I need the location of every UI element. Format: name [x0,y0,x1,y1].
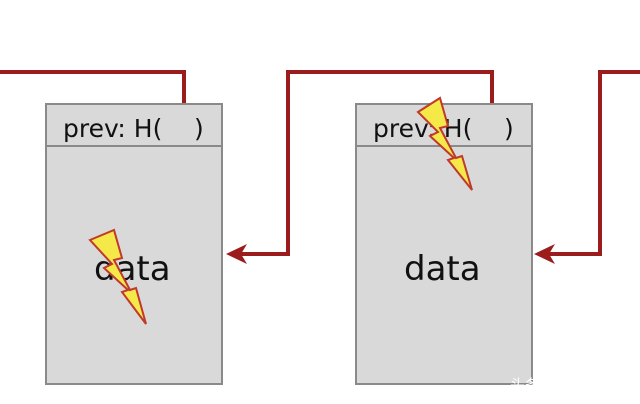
block-2-prev-hash-close: ) [504,114,514,143]
block-1-prev-hash-close: ) [194,114,204,143]
lightning-bolt-icon-block1-data [88,228,147,325]
block-1-frame [45,103,223,385]
block-1: prev: H( ) data [45,103,223,385]
link-line-block3-to-block2 [546,70,640,256]
link-line-block2-to-block1 [236,70,494,256]
block-1-prev-hash-label: prev: H( [63,114,162,143]
block-2-frame [355,103,533,385]
arrowhead-icon-block2 [534,244,555,264]
lightning-bolt-icon-block2-header [416,96,473,191]
block-2-prev-hash-label: prev: H( [373,114,472,143]
arrowhead-icon-block1 [226,244,247,264]
block-2: prev: H( ) data [355,103,533,385]
block-2-data-label: data [404,249,481,289]
watermark-text: 头条 @弱电笔记 [510,376,620,394]
